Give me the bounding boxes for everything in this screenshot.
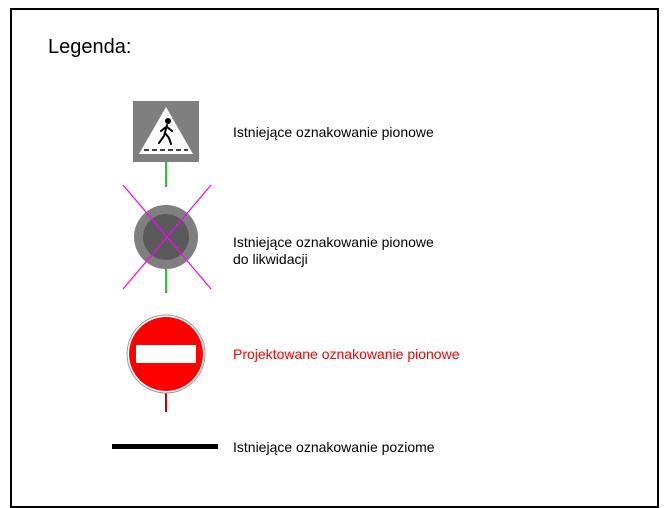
legend-title: Legenda:: [48, 36, 132, 58]
no-entry-sign-icon: [126, 314, 206, 412]
existing-horizontal-label-line1: Istniejące oznakowanie poziome: [233, 439, 435, 455]
removal-vertical-label-line2: do likwidacji: [233, 251, 308, 267]
removal-vertical-label-line1: Istniejące oznakowanie pionowe: [233, 234, 434, 250]
removal-vertical-label: Istniejące oznakowanie pionowe do likwid…: [233, 234, 434, 268]
existing-horizontal-label: Istniejące oznakowanie poziome: [233, 439, 435, 456]
existing-vertical-label-line1: Istniejące oznakowanie pionowe: [233, 124, 434, 140]
crossed-out-sign-icon: [122, 184, 212, 293]
pedestrian-crossing-sign-icon: [133, 101, 199, 187]
projected-vertical-label: Projektowane oznakowanie pionowe: [233, 346, 459, 363]
existing-vertical-label: Istniejące oznakowanie pionowe: [233, 124, 434, 141]
projected-vertical-label-line1: Projektowane oznakowanie pionowe: [233, 346, 460, 362]
horizontal-marking-line-icon: [112, 444, 218, 449]
